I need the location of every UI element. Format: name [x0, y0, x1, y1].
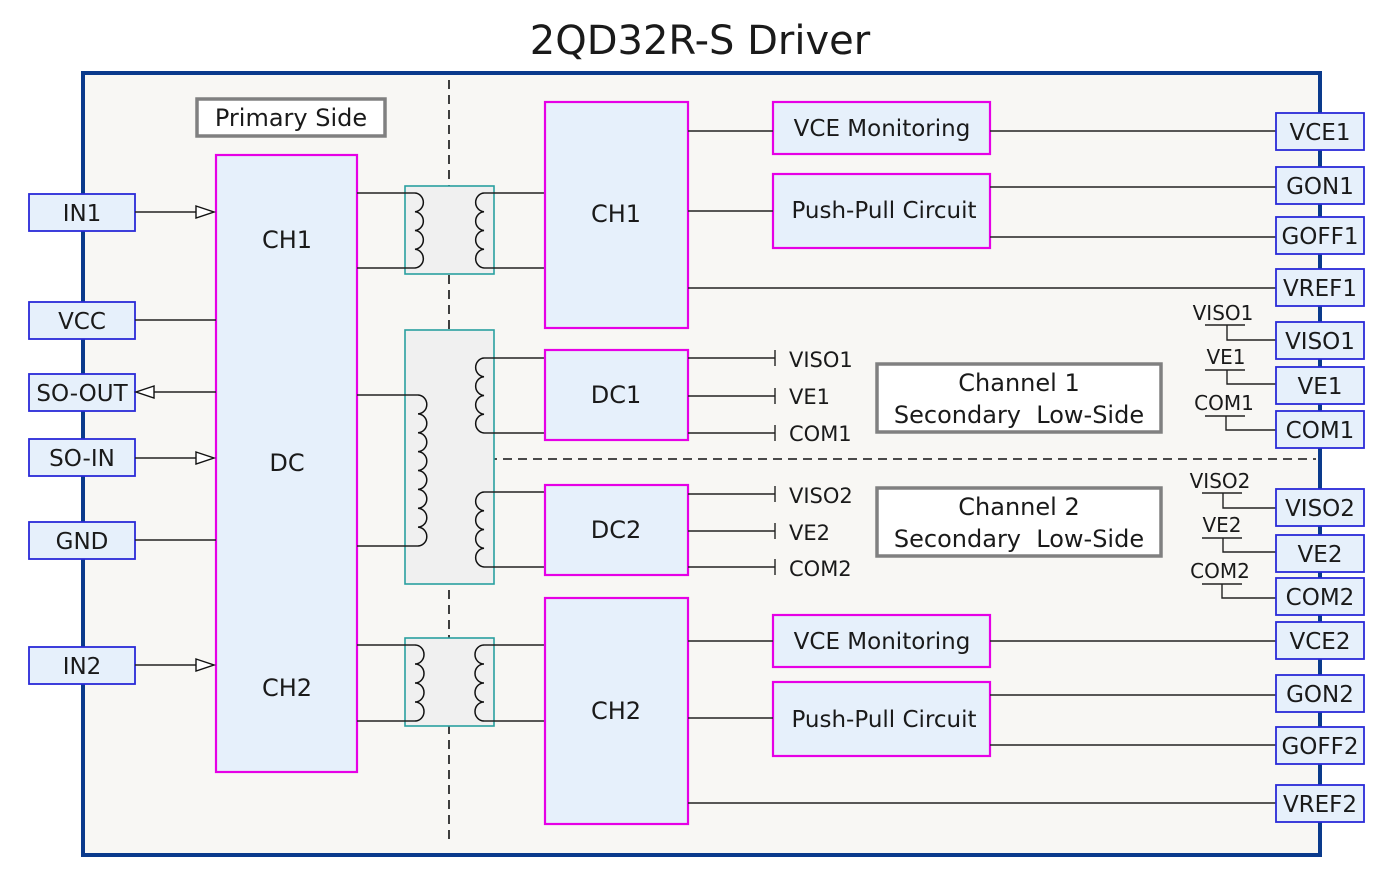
svg-text:Primary Side: Primary Side	[215, 104, 367, 132]
primary-block	[214, 153, 359, 774]
svg-text:GND: GND	[56, 529, 109, 555]
svg-text:COM1: COM1	[1194, 391, 1254, 415]
svg-text:GON2: GON2	[1286, 682, 1354, 708]
net-labels-ch2: VISO2 VE2 COM2	[1190, 469, 1276, 599]
dc1-out-viso1: VISO1	[789, 348, 853, 372]
svg-text:IN1: IN1	[63, 201, 102, 227]
pin-gnd[interactable]: GND	[28, 521, 136, 560]
pin-gon2[interactable]: GON2	[1275, 674, 1365, 713]
svg-text:GON1: GON1	[1286, 174, 1354, 200]
svg-text:GOFF1: GOFF1	[1281, 224, 1358, 250]
svg-text:Channel 1: Channel 1	[958, 369, 1079, 397]
pin-ve1[interactable]: VE1	[1275, 366, 1365, 405]
svg-text:VISO2: VISO2	[1285, 496, 1355, 522]
transformer-dc	[357, 329, 545, 585]
svg-text:IN2: IN2	[63, 654, 102, 680]
svg-text:VE1: VE1	[1298, 374, 1343, 400]
dc1-label: DC1	[591, 381, 642, 409]
svg-text:VISO1: VISO1	[1193, 301, 1254, 325]
net-labels-ch1: VISO1 VE1 COM1	[1193, 301, 1276, 431]
primary-ch2-label: CH2	[262, 674, 312, 702]
svg-text:VE2: VE2	[1298, 542, 1343, 568]
svg-text:VISO2: VISO2	[1190, 469, 1251, 493]
svg-text:SO-IN: SO-IN	[49, 446, 115, 472]
pin-com1[interactable]: COM1	[1275, 410, 1365, 449]
transformer-ch1	[357, 185, 545, 275]
pin-vcc[interactable]: VCC	[28, 301, 136, 340]
primary-side-label: Primary Side	[195, 97, 387, 138]
secondary-ch1-label: CH1	[591, 200, 641, 228]
pin-goff2[interactable]: GOFF2	[1275, 726, 1365, 765]
svg-text:COM2: COM2	[1190, 559, 1250, 583]
vce-monitoring-2-label: VCE Monitoring	[794, 629, 971, 655]
pin-viso1[interactable]: VISO1	[1275, 321, 1365, 360]
dc1-out-com1: COM1	[789, 422, 852, 446]
pin-goff1[interactable]: GOFF1	[1275, 216, 1365, 255]
svg-text:SO-OUT: SO-OUT	[36, 381, 128, 407]
pin-in2[interactable]: IN2	[28, 646, 136, 685]
input-arrow-icon	[195, 205, 217, 219]
vce-monitoring-1-label: VCE Monitoring	[794, 116, 971, 142]
input-arrow-icon	[195, 658, 217, 672]
dc2-block	[543, 483, 690, 577]
dc2-out-com2: COM2	[789, 557, 852, 581]
svg-text:VE1: VE1	[1206, 345, 1245, 369]
primary-ch1-label: CH1	[262, 226, 312, 254]
pin-vce2[interactable]: VCE2	[1275, 621, 1365, 660]
pin-vref2[interactable]: VREF2	[1275, 784, 1365, 823]
pin-viso2[interactable]: VISO2	[1275, 488, 1365, 527]
dc1-block	[543, 348, 690, 442]
svg-text:Secondary Low-Side: Secondary Low-Side	[894, 401, 1144, 429]
dc2-out-viso2: VISO2	[789, 484, 853, 508]
vce-monitoring-1-block	[771, 100, 992, 156]
push-pull-2-label: Push-Pull Circuit	[791, 707, 976, 733]
pin-in1[interactable]: IN1	[28, 193, 136, 232]
secondary-ch2-block	[543, 596, 690, 826]
pin-com2[interactable]: COM2	[1275, 577, 1365, 616]
pin-vce1[interactable]: VCE1	[1275, 112, 1365, 151]
svg-text:VREF2: VREF2	[1283, 792, 1357, 818]
svg-text:VCE1: VCE1	[1290, 120, 1351, 146]
svg-text:GOFF2: GOFF2	[1281, 734, 1358, 760]
svg-text:Channel 2: Channel 2	[958, 493, 1079, 521]
pin-vref1[interactable]: VREF1	[1275, 268, 1365, 307]
svg-text:COM2: COM2	[1286, 585, 1355, 611]
svg-text:Secondary Low-Side: Secondary Low-Side	[894, 525, 1144, 553]
input-arrow-icon	[195, 451, 217, 465]
svg-text:VREF1: VREF1	[1283, 276, 1357, 302]
left-wires	[133, 205, 217, 672]
push-pull-2-block	[771, 680, 992, 758]
svg-text:VCC: VCC	[58, 309, 106, 335]
dc2-outputs: VISO2 VE2 COM2	[688, 484, 853, 581]
channel1-label: Channel 1 Secondary Low-Side	[875, 362, 1163, 434]
svg-text:VCE2: VCE2	[1290, 629, 1351, 655]
dc2-label: DC2	[591, 516, 642, 544]
svg-text:VE2: VE2	[1202, 513, 1241, 537]
channel2-label: Channel 2 Secondary Low-Side	[875, 486, 1163, 558]
secondary-wires	[688, 130, 1276, 804]
primary-dc-label: DC	[269, 449, 304, 477]
svg-text:VISO1: VISO1	[1285, 329, 1355, 355]
pin-ve2[interactable]: VE2	[1275, 534, 1365, 573]
dc1-out-ve1: VE1	[789, 385, 830, 409]
pin-so-out[interactable]: SO-OUT	[28, 373, 136, 412]
pin-gon1[interactable]: GON1	[1275, 166, 1365, 205]
dc1-outputs: VISO1 VE1 COM1	[688, 348, 853, 446]
diagram-title: 2QD32R-S Driver	[530, 18, 871, 64]
pin-so-in[interactable]: SO-IN	[28, 438, 136, 477]
svg-text:COM1: COM1	[1286, 418, 1355, 444]
output-arrow-icon	[133, 385, 155, 399]
push-pull-1-label: Push-Pull Circuit	[791, 198, 976, 224]
transformer-ch2	[357, 637, 545, 727]
vce-monitoring-2-block	[771, 613, 992, 669]
dc2-out-ve2: VE2	[789, 521, 830, 545]
secondary-ch1-block	[543, 100, 690, 330]
secondary-ch2-label: CH2	[591, 697, 641, 725]
